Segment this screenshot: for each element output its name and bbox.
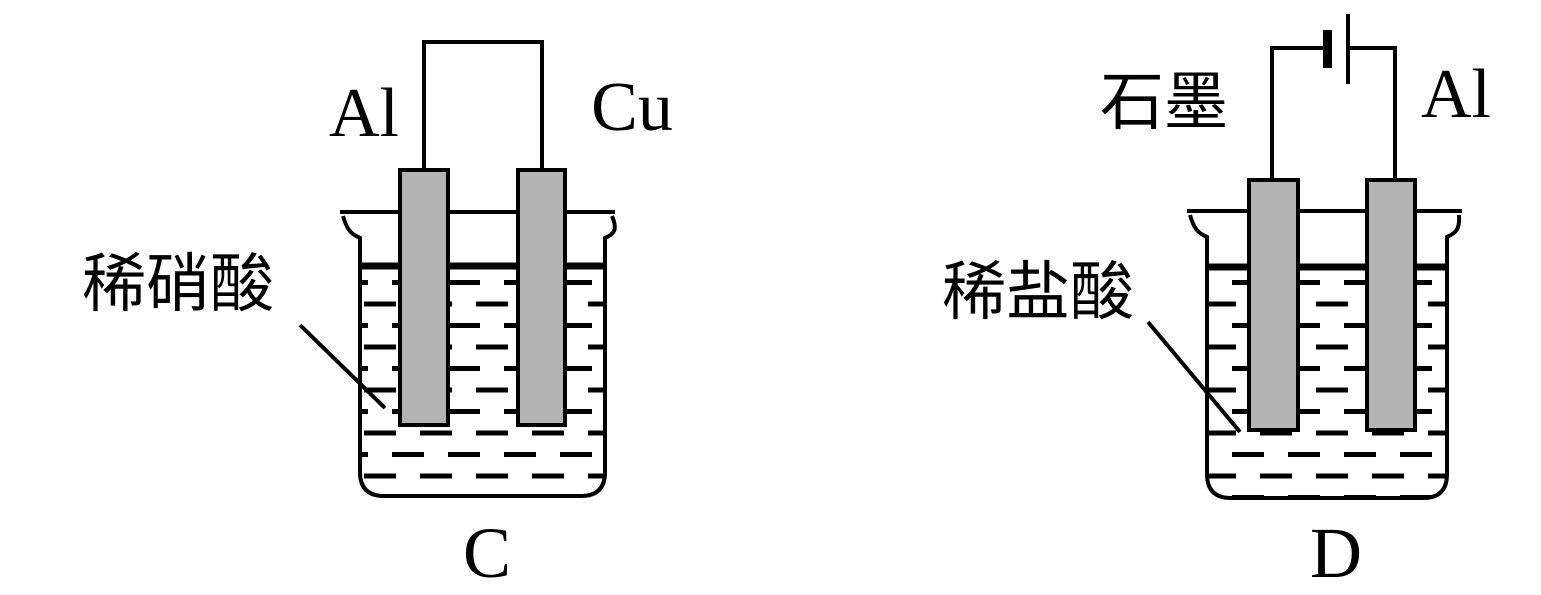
cell-caption: D — [1310, 513, 1362, 593]
beaker-body — [341, 215, 617, 498]
right-electrode-label: Al — [1421, 56, 1491, 133]
connecting-wire — [422, 40, 544, 174]
cell-c: Al Cu 稀硝酸 C — [82, 40, 673, 593]
electrode-cu — [516, 168, 567, 427]
electrode-al — [1365, 178, 1417, 432]
battery-icon — [1323, 14, 1350, 84]
solution-label: 稀盐酸 — [942, 257, 1134, 328]
cell-caption: C — [463, 513, 511, 593]
wire-right — [1350, 46, 1397, 182]
battery-plate-short — [1323, 30, 1332, 68]
wire-left — [1270, 46, 1323, 182]
solution-leader-line — [1146, 320, 1242, 434]
left-electrode-label: 石墨 — [1100, 67, 1228, 138]
beaker-body — [1188, 214, 1462, 500]
solution-label: 稀硝酸 — [82, 249, 274, 320]
electrode-al — [398, 168, 450, 427]
cell-d: 石墨 Al 稀盐酸 D — [942, 14, 1491, 593]
left-electrode-label: Al — [329, 75, 399, 152]
solution-leader-line — [298, 323, 387, 410]
solution-liquid — [360, 276, 605, 496]
right-electrode-label: Cu — [591, 69, 673, 146]
electrode-graphite — [1247, 178, 1300, 432]
